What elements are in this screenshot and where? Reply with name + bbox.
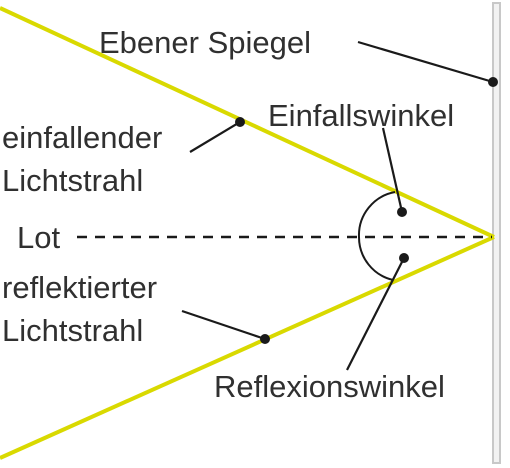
reflection-angle-label: Reflexionswinkel (214, 369, 445, 404)
incidence-angle-label: Einfallswinkel (268, 98, 454, 133)
incidence-angle-leader-line (381, 127, 404, 213)
reflection-angle-leader-line (346, 257, 405, 371)
flat-mirror (492, 2, 501, 464)
normal-label: Lot (17, 220, 60, 255)
reflection-angle-marker-dot (399, 253, 409, 263)
incoming-ray-label-line2: Lichtstrahl (2, 163, 143, 198)
incoming-ray-marker-dot (235, 117, 245, 127)
mirror-leader-line (357, 40, 494, 84)
reflected-ray-leader-line (181, 309, 266, 341)
reflected-ray-label-line2: Lichtstrahl (2, 313, 143, 348)
incoming-ray-leader-line (189, 121, 241, 153)
mirror-marker-dot (488, 77, 498, 87)
reflected-ray-marker-dot (260, 334, 270, 344)
incident-ray (0, 6, 495, 239)
reflected-ray (0, 235, 495, 460)
reflected-ray-label-line1: reflektierter (2, 270, 157, 305)
incoming-ray-label-line1: einfallender (2, 120, 162, 155)
mirror-label: Ebener Spiegel (99, 25, 311, 60)
incidence-angle-marker-dot (397, 207, 407, 217)
angle-arc (357, 191, 396, 281)
